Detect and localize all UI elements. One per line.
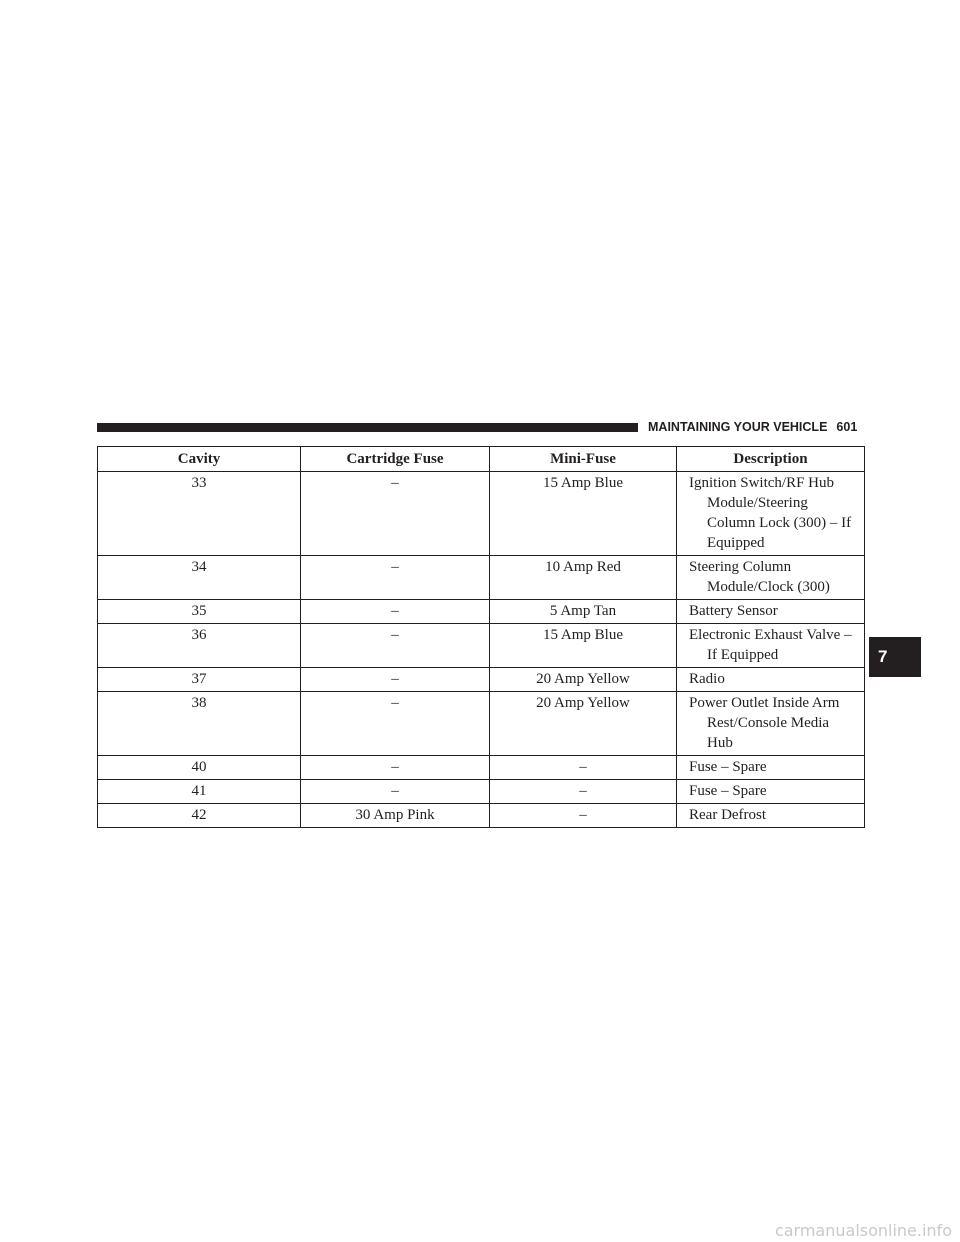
cartridge-fuse-cell: – (300, 599, 490, 624)
mini-fuse-cell: 15 Amp Blue (489, 623, 677, 668)
description-cell: Electronic Exhaust Valve – If Equipped (676, 623, 865, 668)
description-text: Radio (689, 671, 725, 687)
cavity-cell: 34 (97, 555, 301, 600)
description-cell: Power Outlet Inside Arm Rest/Console Med… (676, 691, 865, 756)
table-header-row: Cavity Cartridge Fuse Mini-Fuse Descript… (97, 446, 865, 472)
description-text: Battery Sensor (689, 603, 778, 619)
description-text: Ignition Switch/RF Hub Module/Steering C… (689, 475, 852, 551)
page-number: 601 (836, 420, 858, 434)
description-cell: Steering Column Module/Clock (300) (676, 555, 865, 600)
description-text: Power Outlet Inside Arm Rest/Console Med… (689, 695, 840, 751)
mini-fuse-cell: 20 Amp Yellow (489, 667, 677, 692)
cavity-cell: 42 (97, 803, 301, 828)
mini-fuse-cell: 15 Amp Blue (489, 471, 677, 556)
description-cell: Fuse – Spare (676, 755, 865, 780)
cartridge-fuse-cell: – (300, 691, 490, 756)
column-header-cartridge-fuse: Cartridge Fuse (300, 446, 490, 472)
cartridge-fuse-cell: – (300, 555, 490, 600)
table-row: 41 – – Fuse – Spare (97, 779, 865, 804)
column-header-mini-fuse: Mini-Fuse (489, 446, 677, 472)
description-cell: Ignition Switch/RF Hub Module/Steering C… (676, 471, 865, 556)
table-row: 36 – 15 Amp Blue Electronic Exhaust Valv… (97, 623, 865, 668)
table-row: 35 – 5 Amp Tan Battery Sensor (97, 599, 865, 624)
mini-fuse-cell: – (489, 803, 677, 828)
description-text: Electronic Exhaust Valve – If Equipped (689, 627, 852, 663)
description-cell: Rear Defrost (676, 803, 865, 828)
description-text: Rear Defrost (689, 807, 767, 823)
section-title: MAINTAINING YOUR VEHICLE (648, 420, 828, 434)
description-text: Steering Column Module/Clock (300) (689, 559, 830, 595)
cartridge-fuse-cell: – (300, 667, 490, 692)
table-row: 42 30 Amp Pink – Rear Defrost (97, 803, 865, 828)
description-text: Fuse – Spare (689, 783, 767, 799)
fuse-table: Cavity Cartridge Fuse Mini-Fuse Descript… (97, 446, 865, 828)
mini-fuse-cell: 10 Amp Red (489, 555, 677, 600)
table-row: 33 – 15 Amp Blue Ignition Switch/RF Hub … (97, 471, 865, 556)
cartridge-fuse-cell: – (300, 623, 490, 668)
cavity-cell: 40 (97, 755, 301, 780)
cavity-cell: 36 (97, 623, 301, 668)
cavity-cell: 35 (97, 599, 301, 624)
cavity-cell: 41 (97, 779, 301, 804)
column-header-description: Description (676, 446, 865, 472)
cartridge-fuse-cell: – (300, 755, 490, 780)
column-header-cavity: Cavity (97, 446, 301, 472)
running-header: MAINTAINING YOUR VEHICLE 601 (648, 419, 857, 435)
mini-fuse-cell: – (489, 779, 677, 804)
cavity-cell: 37 (97, 667, 301, 692)
description-cell: Radio (676, 667, 865, 692)
description-cell: Fuse – Spare (676, 779, 865, 804)
chapter-tab: 7 (869, 637, 921, 677)
table-row: 40 – – Fuse – Spare (97, 755, 865, 780)
cartridge-fuse-cell: – (300, 779, 490, 804)
table-row: 34 – 10 Amp Red Steering Column Module/C… (97, 555, 865, 600)
table-row: 38 – 20 Amp Yellow Power Outlet Inside A… (97, 691, 865, 756)
cavity-cell: 33 (97, 471, 301, 556)
cavity-cell: 38 (97, 691, 301, 756)
description-text: Fuse – Spare (689, 759, 767, 775)
watermark: carmanualsonline.info (774, 1221, 952, 1240)
mini-fuse-cell: – (489, 755, 677, 780)
cartridge-fuse-cell: – (300, 471, 490, 556)
cartridge-fuse-cell: 30 Amp Pink (300, 803, 490, 828)
table-row: 37 – 20 Amp Yellow Radio (97, 667, 865, 692)
mini-fuse-cell: 5 Amp Tan (489, 599, 677, 624)
chapter-number: 7 (878, 647, 888, 666)
description-cell: Battery Sensor (676, 599, 865, 624)
mini-fuse-cell: 20 Amp Yellow (489, 691, 677, 756)
header-rule (97, 423, 638, 432)
